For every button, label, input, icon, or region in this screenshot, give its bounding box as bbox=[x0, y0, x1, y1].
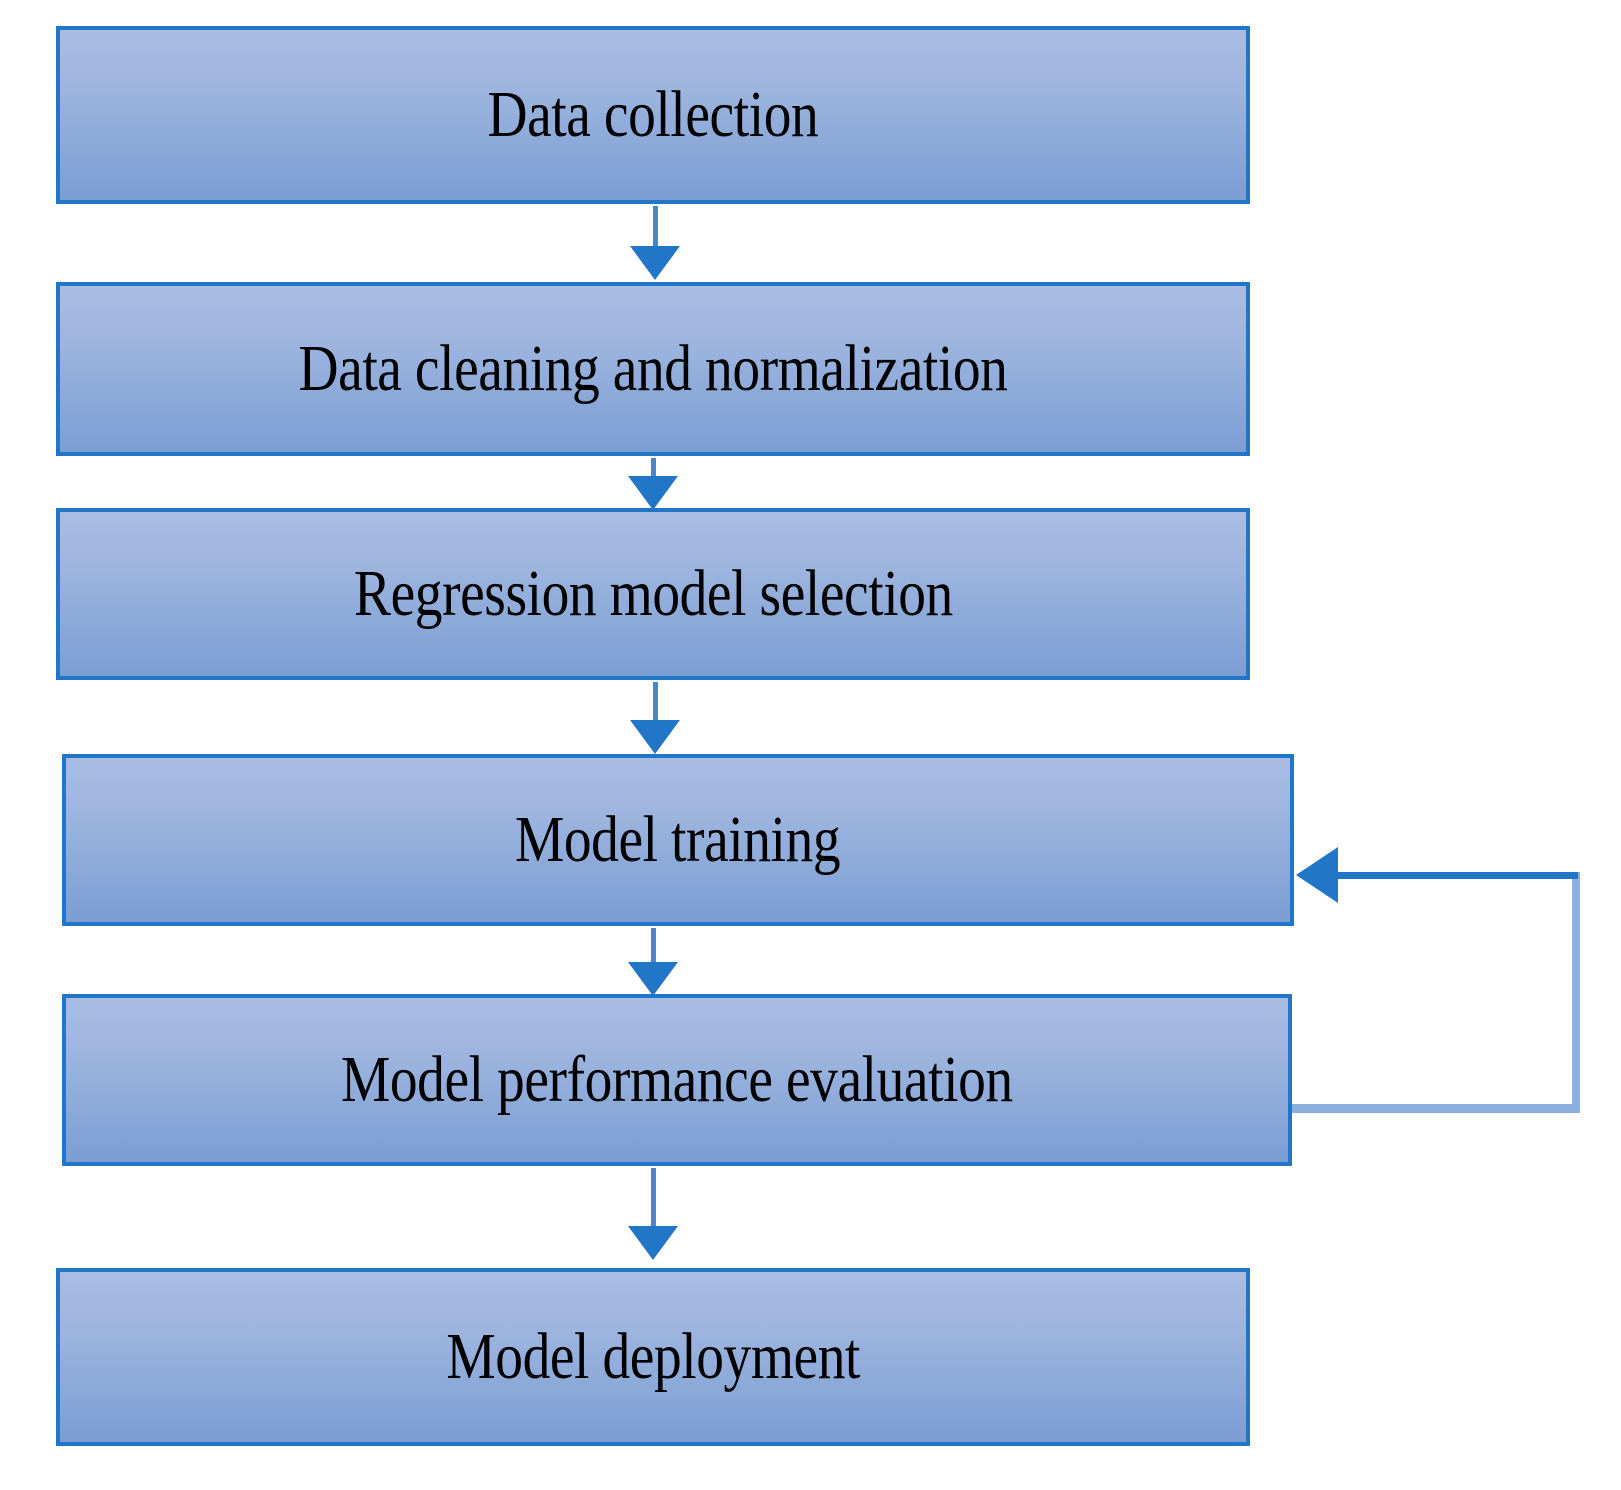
node-model-performance-evaluation[interactable]: Model performance evaluation bbox=[62, 994, 1292, 1166]
arrow-head-down-icon bbox=[630, 246, 680, 280]
node-model-deployment[interactable]: Model deployment bbox=[56, 1268, 1250, 1446]
feedback-loop-arrow-head-left-icon bbox=[1296, 847, 1338, 903]
arrow-regression-selection-to-model-training bbox=[630, 682, 680, 754]
arrow-head-down-icon bbox=[630, 720, 680, 754]
node-label-model-training: Model training bbox=[515, 803, 841, 877]
arrow-head-down-icon bbox=[628, 476, 678, 510]
feedback-loop-bottom-segment bbox=[1292, 1104, 1580, 1113]
node-label-regression-model-selection: Regression model selection bbox=[353, 557, 953, 631]
arrow-head-down-icon bbox=[628, 962, 678, 996]
feedback-loop-right-segment bbox=[1572, 872, 1580, 1112]
node-regression-model-selection[interactable]: Regression model selection bbox=[56, 508, 1250, 680]
node-model-training[interactable]: Model training bbox=[62, 754, 1294, 926]
arrow-stem bbox=[650, 928, 656, 966]
arrow-performance-evaluation-to-model-deployment bbox=[628, 1168, 678, 1270]
arrow-stem bbox=[652, 206, 658, 248]
node-label-model-performance-evaluation: Model performance evaluation bbox=[341, 1043, 1013, 1117]
arrow-stem bbox=[652, 682, 658, 724]
arrow-stem bbox=[650, 1168, 656, 1230]
arrow-stem bbox=[650, 458, 656, 478]
arrow-head-down-icon bbox=[628, 1226, 678, 1260]
arrow-data-collection-to-data-cleaning bbox=[630, 206, 680, 282]
arrow-model-training-to-performance-evaluation bbox=[628, 928, 678, 996]
node-data-cleaning-and-normalization[interactable]: Data cleaning and normalization bbox=[56, 282, 1250, 456]
node-label-model-deployment: Model deployment bbox=[446, 1320, 860, 1394]
node-label-data-collection: Data collection bbox=[487, 78, 819, 152]
node-data-collection[interactable]: Data collection bbox=[56, 26, 1250, 204]
feedback-loop-top-segment bbox=[1338, 872, 1578, 879]
arrow-data-cleaning-to-regression-selection bbox=[628, 458, 678, 510]
node-label-data-cleaning-and-normalization: Data cleaning and normalization bbox=[298, 332, 1008, 406]
